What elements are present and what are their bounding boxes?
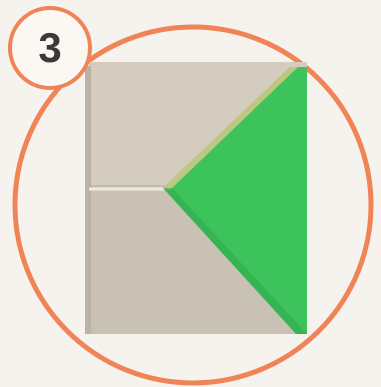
- step-number: 3: [38, 24, 61, 72]
- step-badge: 3: [8, 6, 92, 90]
